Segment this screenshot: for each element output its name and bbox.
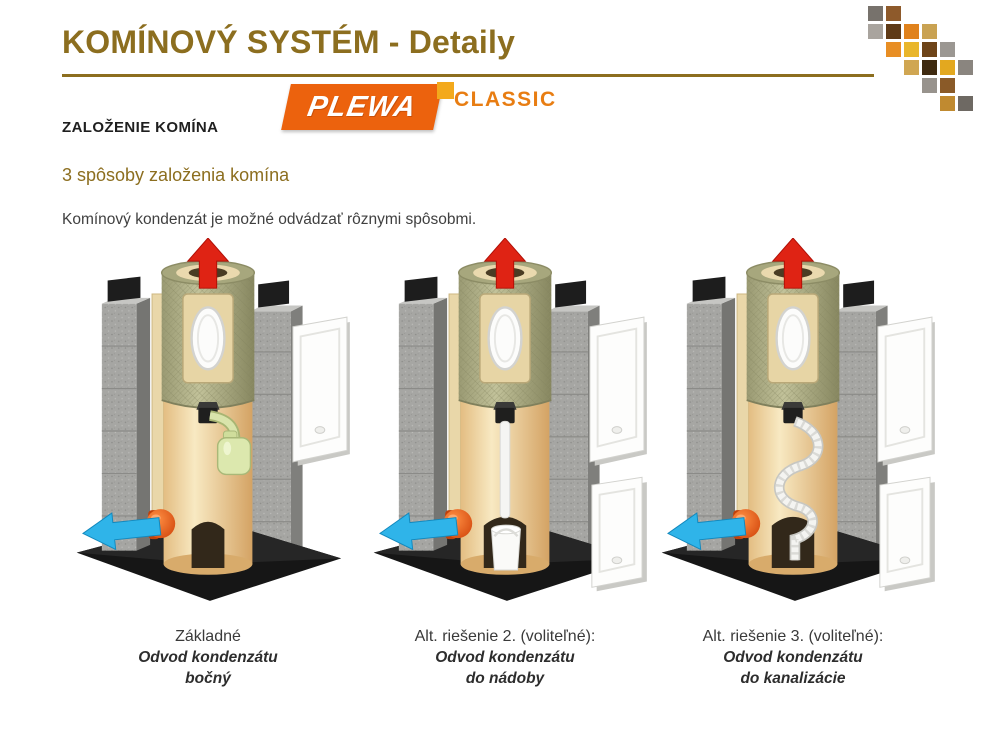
mosaic-cell — [886, 6, 901, 21]
mosaic-cell — [958, 78, 973, 93]
mosaic-cell — [940, 60, 955, 75]
chimney-diagram-side-drain — [75, 238, 352, 603]
figure-caption: Základné Odvod kondenzátu bočný — [55, 626, 361, 689]
mosaic-cell — [922, 60, 937, 75]
caption-title: Alt. riešenie 3. (voliteľné): — [702, 628, 884, 645]
mosaic-cell — [958, 24, 973, 39]
caption-line3: bočný — [185, 670, 231, 687]
mosaic-cell — [886, 96, 901, 111]
caption-line3: do nádoby — [465, 670, 545, 687]
caption-line2: Odvod kondenzátu — [138, 649, 278, 666]
plewa-logo: PLEWA — [281, 84, 443, 130]
figures-row: Základné Odvod kondenzátu bočný Alt. rie… — [0, 238, 985, 708]
figure-basic-side-drain: Základné Odvod kondenzátu bočný — [55, 238, 361, 689]
mosaic-cell — [922, 6, 937, 21]
mosaic-cell — [940, 6, 955, 21]
caption-line3: do kanalizácie — [740, 670, 846, 687]
mosaic-cell — [958, 96, 973, 111]
mosaic-cell — [868, 60, 883, 75]
mosaic-cell — [886, 42, 901, 57]
product-line-label: CLASSIC — [454, 88, 557, 111]
mosaic-cell — [868, 24, 883, 39]
mosaic-cell — [940, 42, 955, 57]
mosaic-cell — [904, 42, 919, 57]
brand-mosaic — [868, 6, 973, 111]
mosaic-cell — [886, 60, 901, 75]
figure-caption: Alt. riešenie 2. (voliteľné): Odvod kond… — [352, 626, 658, 689]
mosaic-cell — [904, 78, 919, 93]
mosaic-cell — [922, 24, 937, 39]
mosaic-cell — [922, 42, 937, 57]
mosaic-cell — [868, 42, 883, 57]
mosaic-cell — [958, 6, 973, 21]
mosaic-cell — [940, 24, 955, 39]
chimney-diagram-sewer — [660, 238, 938, 603]
mosaic-cell — [886, 78, 901, 93]
caption-line2: Odvod kondenzátu — [723, 649, 863, 666]
chimney-diagram-container — [372, 238, 649, 603]
figure-alt-container: Alt. riešenie 2. (voliteľné): Odvod kond… — [352, 238, 658, 689]
mosaic-cell — [868, 6, 883, 21]
mosaic-cell — [922, 96, 937, 111]
figure-caption: Alt. riešenie 3. (voliteľné): Odvod kond… — [640, 626, 946, 689]
plewa-logo-text: PLEWA — [305, 90, 419, 123]
mosaic-cell — [904, 6, 919, 21]
title-underline — [62, 74, 874, 77]
mosaic-cell — [958, 42, 973, 57]
logo-accent-square — [437, 82, 454, 99]
mosaic-cell — [904, 60, 919, 75]
section-heading: 3 spôsoby založenia komína — [62, 165, 290, 185]
mosaic-cell — [868, 78, 883, 93]
mosaic-cell — [922, 78, 937, 93]
caption-line2: Odvod kondenzátu — [435, 649, 575, 666]
mosaic-cell — [940, 96, 955, 111]
mosaic-cell — [904, 96, 919, 111]
caption-title: Alt. riešenie 2. (voliteľné): — [414, 628, 596, 645]
mosaic-cell — [958, 60, 973, 75]
page-title: KOMÍNOVÝ SYSTÉM - Detaily — [62, 24, 516, 60]
mosaic-cell — [904, 24, 919, 39]
mosaic-cell — [868, 96, 883, 111]
intro-text: Komínový kondenzát je možné odvádzať rôz… — [62, 211, 477, 228]
figure-alt-sewer: Alt. riešenie 3. (voliteľné): Odvod kond… — [640, 238, 946, 689]
section-subtitle: ZALOŽENIE KOMÍNA — [62, 119, 219, 136]
mosaic-cell — [886, 24, 901, 39]
caption-title: Základné — [175, 628, 241, 645]
mosaic-cell — [940, 78, 955, 93]
